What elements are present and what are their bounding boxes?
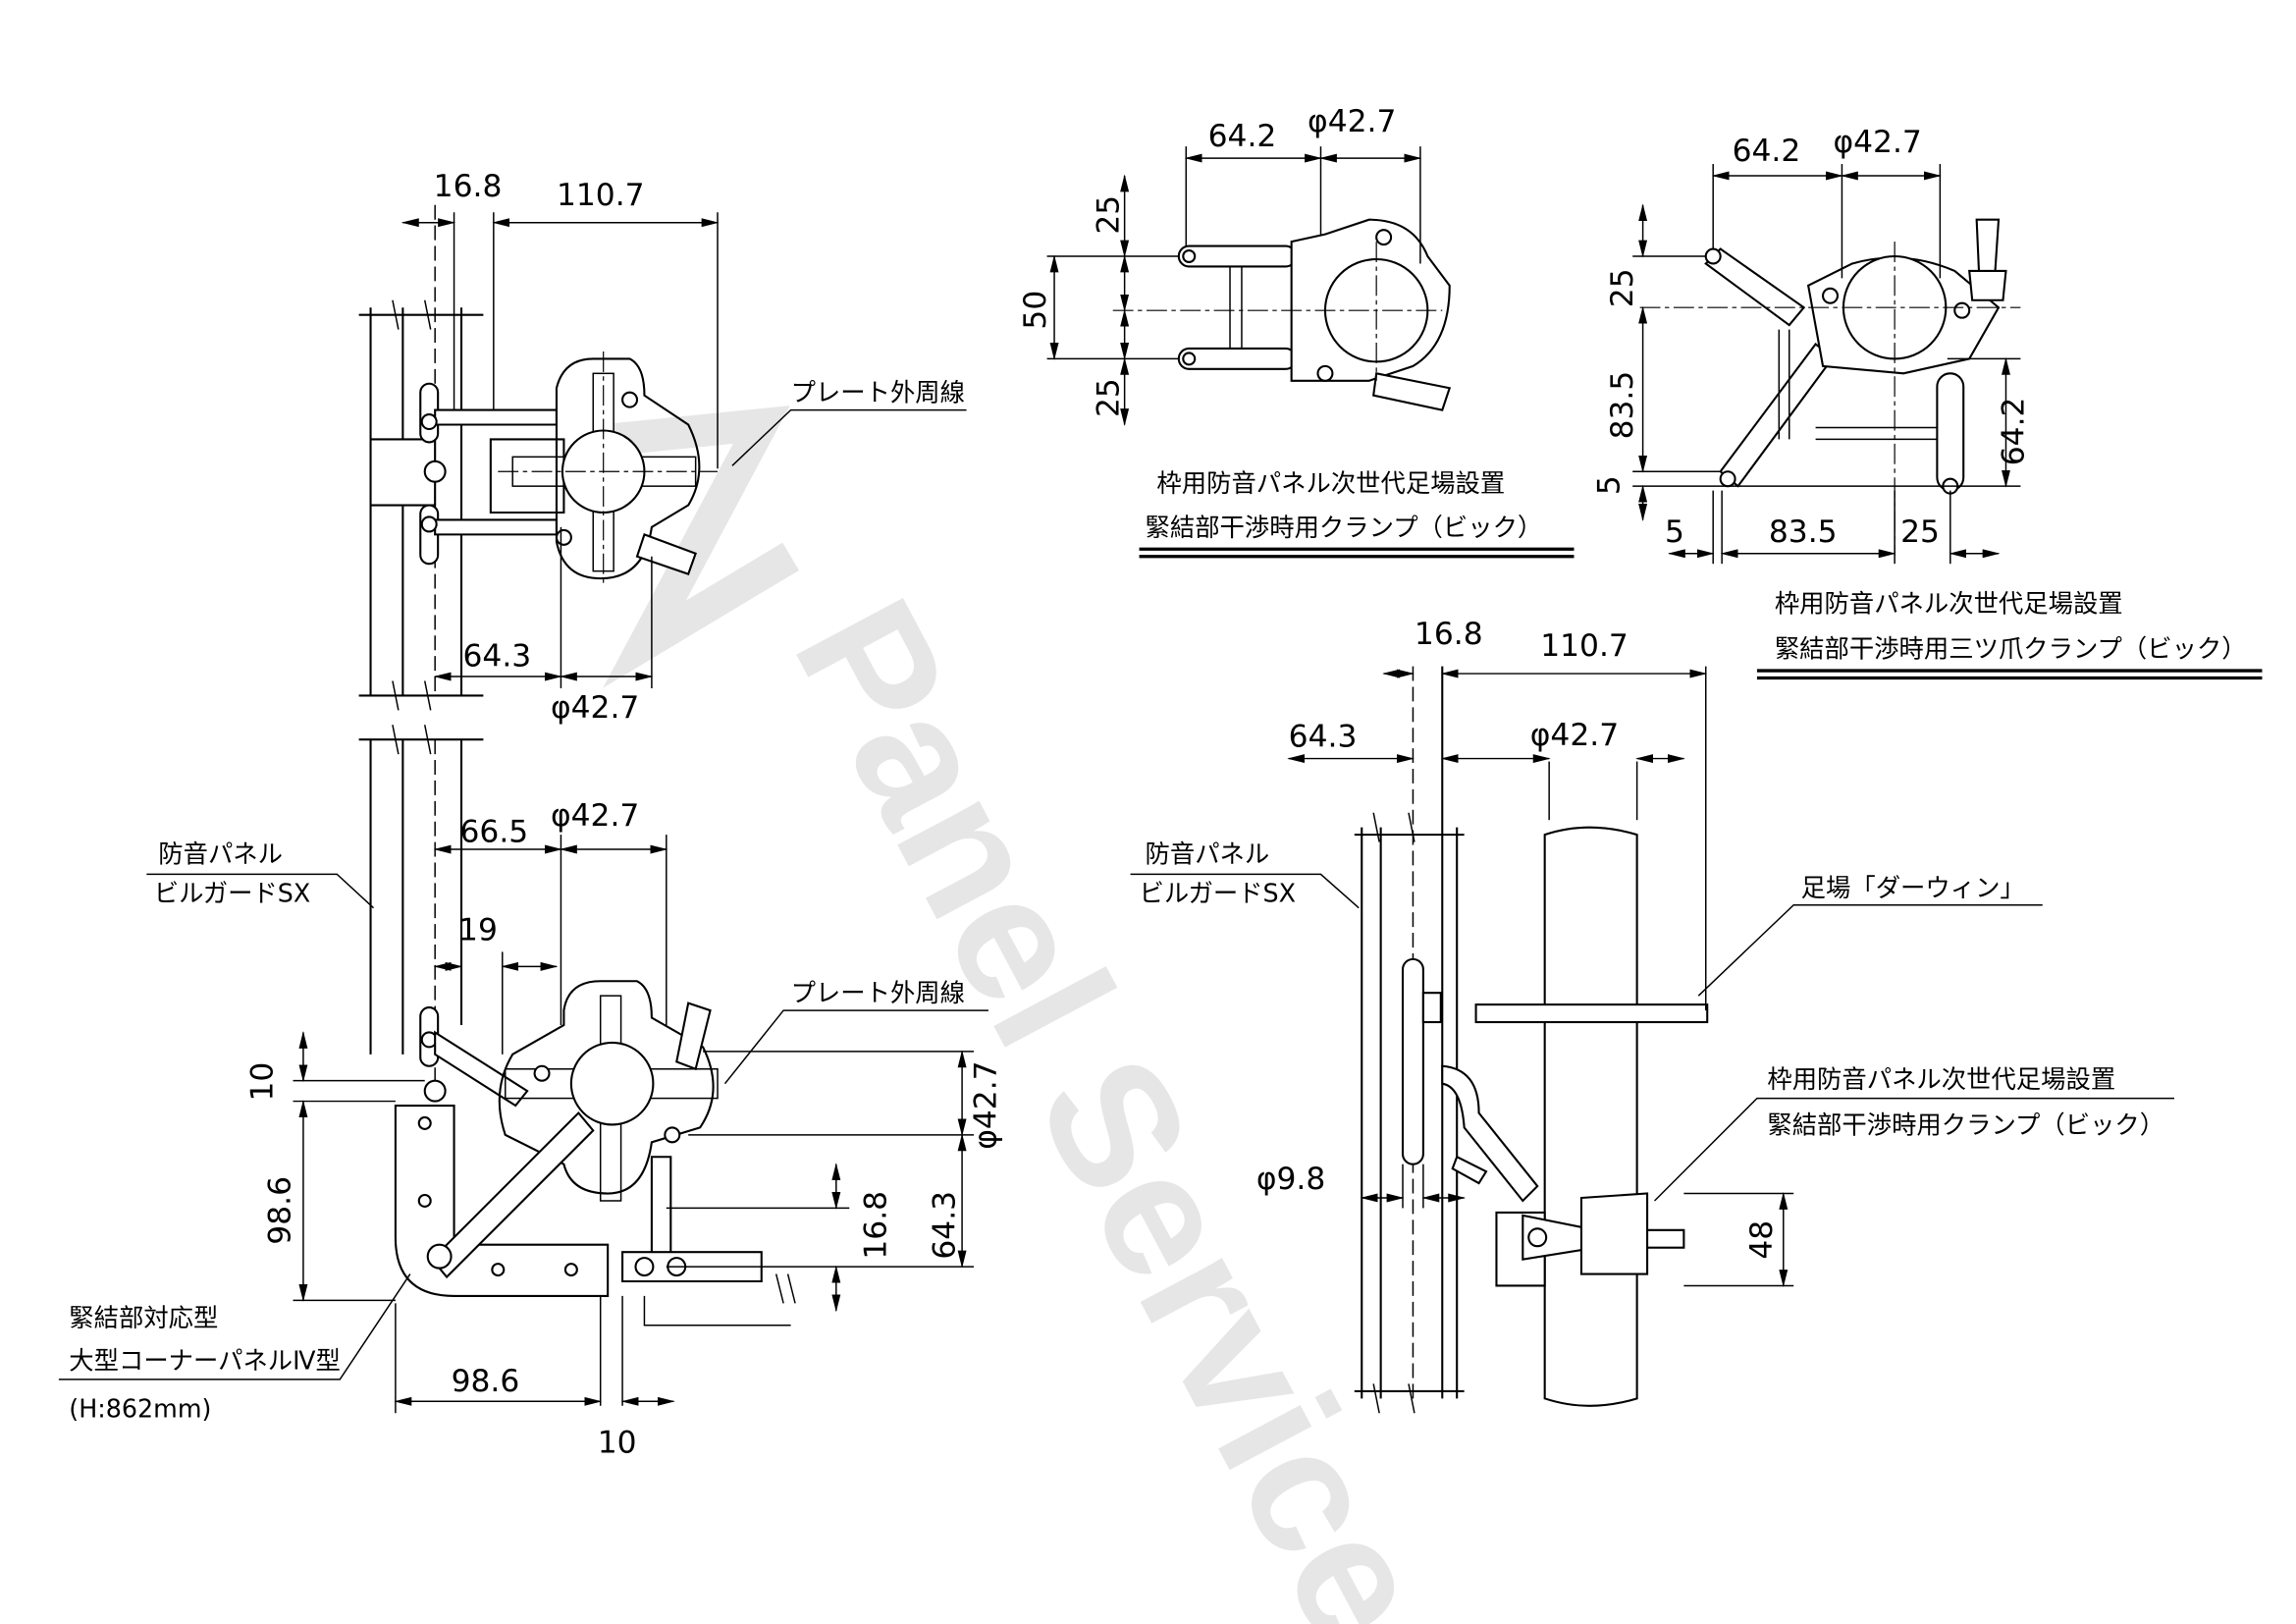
dim-16-8-vertical: 16.8 <box>859 1191 894 1260</box>
label-soundproof-panel: 防音パネル <box>1146 839 1270 868</box>
dim-phi-42-7: φ42.7 <box>1833 125 1921 160</box>
label-plate-outline: プレート外周線 <box>791 378 965 407</box>
dim-10-vertical: 10 <box>245 1062 281 1102</box>
dim-83-5-vertical: 83.5 <box>1605 371 1640 440</box>
dim-64-3: 64.3 <box>1289 720 1358 755</box>
title-line-2: 緊結部干渉時用クランプ（ビック） <box>1146 513 1543 542</box>
dim-83-5-horizontal: 83.5 <box>1769 514 1838 550</box>
view-bottom-right: 16.8 110.7 64.3 φ42.7 φ9.8 48 防音パネル ビルガー… <box>1130 617 2174 1414</box>
label-corner-panel-type: 緊結部対応型 <box>69 1303 218 1332</box>
label-scaffold-darwin: 足場「ダーウィン」 <box>1801 873 2025 902</box>
dim-25-top: 25 <box>1092 195 1127 235</box>
dim-16-8: 16.8 <box>1415 617 1483 652</box>
dim-phi-9-8: φ9.8 <box>1256 1162 1325 1197</box>
dim-5-horizontal: 5 <box>1665 514 1684 550</box>
dim-50: 50 <box>1018 291 1053 330</box>
dim-64-3-vertical: 64.3 <box>928 1191 963 1260</box>
dim-64-3: 64.3 <box>463 639 532 675</box>
label-buildguard-sx: ビルガードSX <box>1140 879 1296 908</box>
dim-19: 19 <box>458 913 498 948</box>
dim-phi-42-7: φ42.7 <box>551 690 639 726</box>
dim-64-2-vertical: 64.2 <box>1996 398 2031 466</box>
dim-98-6-vertical: 98.6 <box>263 1176 298 1245</box>
title-line-1: 枠用防音パネル次世代足場設置 <box>1775 588 2123 618</box>
label-clamp-line-2: 緊結部干渉時用クランプ（ビック） <box>1767 1110 2164 1139</box>
label-plate-outline: プレート外周線 <box>791 978 965 1007</box>
dim-25-bottom: 25 <box>1092 378 1127 417</box>
dim-phi-42-7-vertical: φ42.7 <box>968 1060 1003 1149</box>
dim-98-6-horizontal: 98.6 <box>452 1364 520 1399</box>
label-buildguard-sx: ビルガードSX <box>154 879 310 908</box>
label-corner-panel-height: (H:862mm) <box>69 1394 211 1424</box>
view-bottom-left: 66.5 φ42.7 19 10 98.6 φ42.7 64.3 16.8 98… <box>58 725 1003 1461</box>
dim-phi-42-7: φ42.7 <box>1530 718 1619 753</box>
view-top-middle: 64.2 φ42.7 25 50 25 枠用防音パネル次世代足場設置 緊結部干渉… <box>1018 104 1575 559</box>
view-top-left: 16.8 110.7 64.3 φ42.7 プレート外周線 <box>358 169 967 726</box>
dim-phi-42-7: φ42.7 <box>1308 104 1396 139</box>
title-line-2: 緊結部干渉時用三ツ爪クランプ（ビック） <box>1775 634 2247 664</box>
dim-110-7: 110.7 <box>557 178 645 213</box>
dim-110-7: 110.7 <box>1540 628 1629 664</box>
dim-64-2: 64.2 <box>1208 119 1277 154</box>
label-clamp-line-1: 枠用防音パネル次世代足場設置 <box>1767 1064 2115 1094</box>
dim-48: 48 <box>1744 1220 1780 1260</box>
dim-64-2-top: 64.2 <box>1733 134 1801 169</box>
dim-10-horizontal: 10 <box>598 1426 637 1461</box>
dim-25-vertical: 25 <box>1605 268 1640 307</box>
watermark-logo <box>603 406 800 688</box>
dim-phi-42-7-a: φ42.7 <box>551 798 639 834</box>
label-corner-panel-name: 大型コーナーパネルⅣ型 <box>69 1345 341 1375</box>
dim-66-5: 66.5 <box>460 815 529 850</box>
title-line-1: 枠用防音パネル次世代足場設置 <box>1156 468 1505 498</box>
dim-16-8: 16.8 <box>434 169 503 204</box>
view-top-right: 64.2 φ42.7 25 83.5 5 64.2 5 83.5 25 枠用防音… <box>1592 125 2263 680</box>
label-soundproof-panel: 防音パネル <box>158 839 283 868</box>
dim-25-horizontal: 25 <box>1900 514 1940 550</box>
dim-5-vertical: 5 <box>1592 475 1628 495</box>
